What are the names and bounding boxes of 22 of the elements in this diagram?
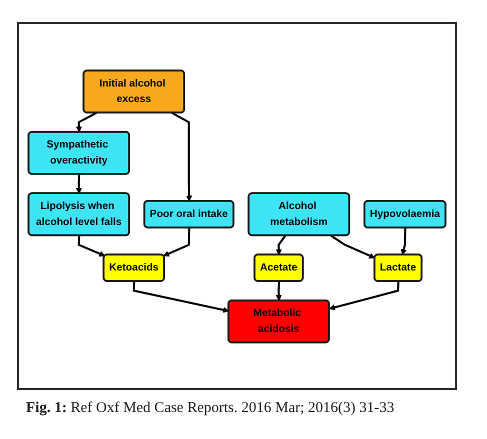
arrow	[76, 174, 82, 194]
arrow	[276, 234, 286, 255]
process-box: Alcohol metabolism	[248, 192, 350, 236]
figure-caption: Fig. 1: Ref Oxf Med Case Reports. 2016 Mar; 2016(3) 31-33	[26, 400, 394, 417]
arrow	[330, 234, 376, 258]
process-box: Sympathetic overactivity	[28, 130, 130, 174]
process-box: Ketoacids	[102, 253, 165, 282]
arrow	[78, 235, 106, 256]
process-box: Lactate	[374, 253, 422, 282]
arrow	[276, 280, 282, 300]
process-box: Hypovolaemia	[364, 200, 446, 228]
arrow	[400, 227, 407, 255]
process-box: Metabolic acidosis	[228, 299, 330, 343]
arrow	[76, 112, 97, 132]
arrow	[132, 280, 229, 312]
process-box: Lipolysis when alcohol level falls	[28, 192, 130, 236]
process-box: Initial alcohol excess	[82, 69, 185, 113]
arrow	[171, 112, 192, 202]
arrow	[329, 280, 400, 310]
arrow	[163, 227, 190, 256]
process-box: Acetate	[254, 253, 304, 282]
process-box: Poor oral intake	[143, 200, 234, 228]
